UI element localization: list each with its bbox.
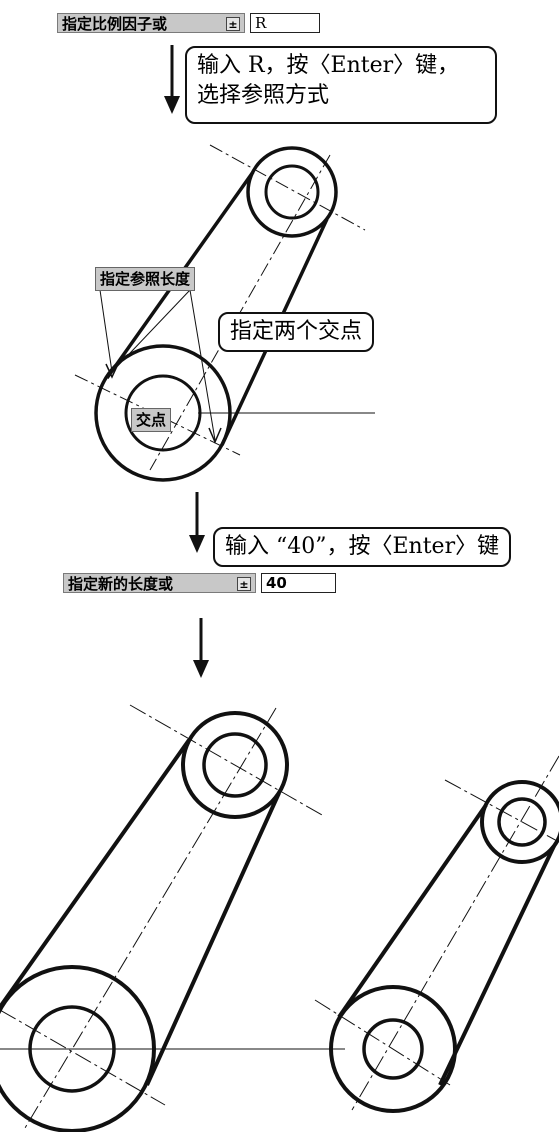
flow-arrow-1 bbox=[164, 45, 180, 114]
flow-arrow-3 bbox=[193, 618, 209, 678]
link-right-result bbox=[314, 755, 559, 1113]
dropdown-arrow-icon[interactable]: ± bbox=[226, 17, 240, 31]
label-intersection: 交点 bbox=[131, 408, 172, 432]
callout-enter-r-line1: 输入 R，按〈Enter〉键， bbox=[197, 53, 460, 78]
flow-arrow-2 bbox=[189, 492, 205, 553]
scale-factor-input[interactable]: R bbox=[250, 13, 320, 33]
prompt-scale-label: 指定比例因子或 ± bbox=[57, 13, 245, 33]
callout-two-intersections: 指定两个交点 bbox=[218, 312, 375, 352]
callout-enter-r-line2: 选择参照方式 bbox=[197, 83, 330, 108]
new-length-input[interactable]: 40 bbox=[261, 573, 336, 593]
callout-enter-r: 输入 R，按〈Enter〉键， 选择参照方式 bbox=[185, 46, 497, 124]
prompt-new-length-text: 指定新的长度或 bbox=[68, 575, 174, 593]
prompt-scale-text: 指定比例因子或 bbox=[62, 15, 168, 33]
prompt-new-length-label: 指定新的长度或 ± bbox=[63, 573, 256, 593]
prompt-scale-row: 指定比例因子或 ± R bbox=[57, 12, 320, 34]
dropdown-arrow-icon[interactable]: ± bbox=[237, 577, 251, 591]
prompt-new-length-row: 指定新的长度或 ± 40 bbox=[63, 572, 336, 594]
link-left-result bbox=[0, 704, 345, 1132]
callout-enter-40: 输入 “40”，按〈Enter〉键 bbox=[213, 527, 512, 567]
label-reference-length: 指定参照长度 bbox=[95, 267, 196, 291]
